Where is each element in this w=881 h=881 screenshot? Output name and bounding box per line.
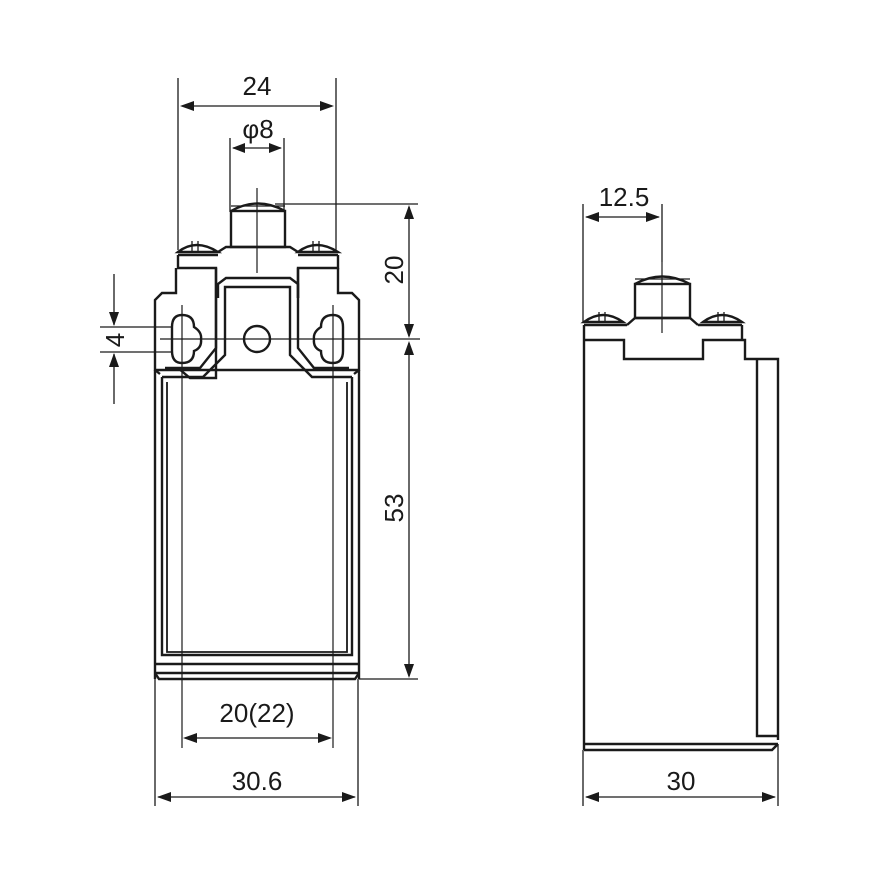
side-housing	[582, 325, 780, 752]
dimension-24: 24	[177, 71, 337, 250]
dim-label-30-6: 30.6	[232, 766, 283, 796]
dimension-4: 4	[100, 274, 172, 404]
dimension-phi8: φ8	[229, 114, 285, 212]
dim-label-12-5: 12.5	[599, 182, 650, 212]
side-right-screw	[698, 312, 746, 327]
left-screw	[174, 241, 223, 257]
plunger	[229, 202, 287, 249]
dim-label-phi8: φ8	[242, 114, 273, 144]
dim-label-53: 53	[379, 494, 409, 523]
dimension-53-vertical: 53	[359, 341, 418, 680]
dimension-20-22: 20(22)	[183, 698, 332, 743]
dim-label-4: 4	[100, 333, 130, 347]
dim-label-20-22: 20(22)	[219, 698, 294, 728]
dimension-20-vertical: 20	[275, 203, 418, 338]
dimension-30: 30	[582, 744, 779, 806]
side-left-screw	[580, 312, 627, 327]
center-lines	[160, 188, 420, 748]
dim-label-20: 20	[379, 256, 409, 285]
right-screw	[294, 241, 343, 257]
body	[153, 368, 361, 681]
dimension-30-6: 30.6	[154, 679, 359, 806]
front-view: 24 φ8 20 53	[100, 71, 420, 806]
side-view: 12.5 30	[580, 182, 780, 806]
dim-label-30: 30	[667, 766, 696, 796]
dim-label-24: 24	[243, 71, 272, 101]
dimension-12-5: 12.5	[582, 182, 663, 322]
